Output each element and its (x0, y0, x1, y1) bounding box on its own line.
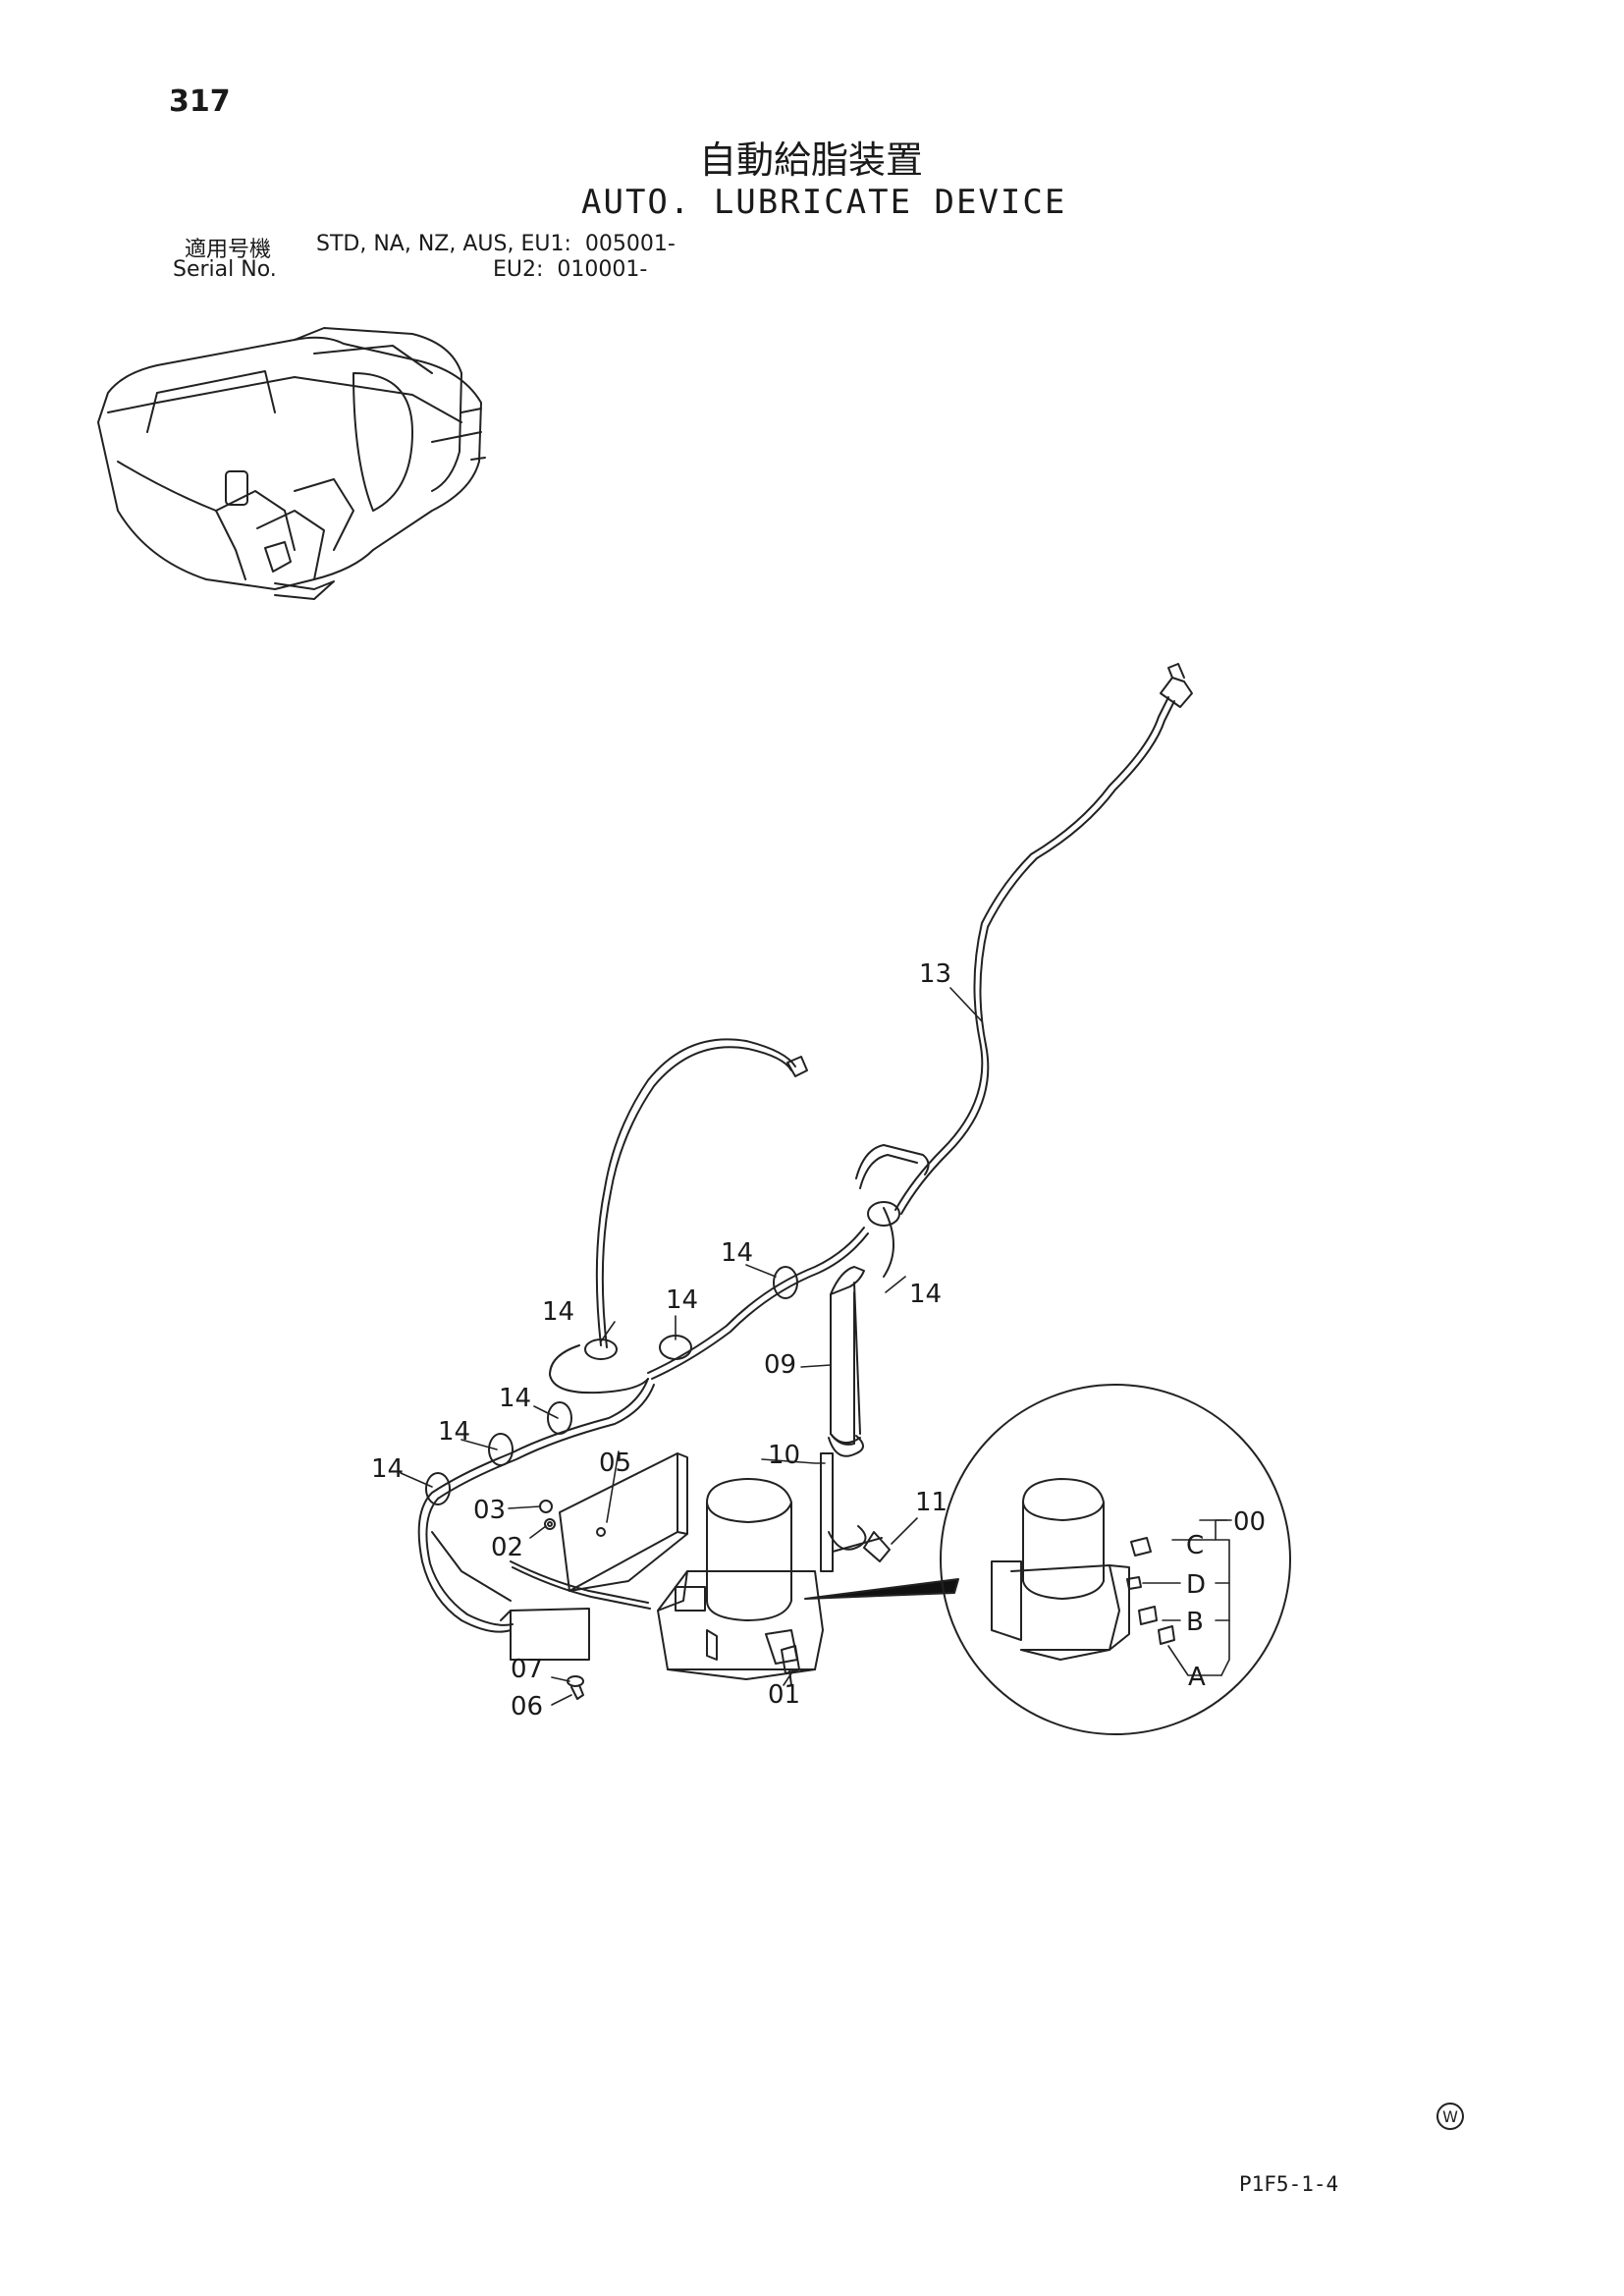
callout-c: C (1186, 1531, 1204, 1560)
serial-label-japanese: 適用号機 (185, 238, 272, 262)
circled-w-letter: W (1442, 2107, 1458, 2126)
callout-10: 10 (768, 1441, 800, 1470)
callout-14-far-left: 14 (371, 1454, 404, 1484)
callout-02: 02 (491, 1533, 523, 1562)
page-title-japanese: 自動給脂装置 (699, 138, 924, 182)
harness-wire-13 (894, 663, 1193, 1215)
excavator-upper-structure-icon (97, 327, 486, 600)
callout-09: 09 (764, 1350, 796, 1380)
callout-14-left: 14 (438, 1417, 470, 1447)
callout-11: 11 (915, 1488, 947, 1517)
serial-range-primary: STD, NA, NZ, AUS, EU1: 005001- (316, 232, 676, 256)
callout-d: D (1186, 1570, 1206, 1600)
magnifier-pointer (804, 1578, 959, 1600)
callout-14-left-upper: 14 (542, 1297, 574, 1327)
callout-01: 01 (768, 1680, 800, 1710)
washer-bolt-02-03 (539, 1500, 556, 1530)
page-title-english: AUTO. LUBRICATE DEVICE (581, 183, 1067, 222)
figure-reference-code: P1F5-1-4 (1239, 2172, 1339, 2196)
callout-14-upper-mid: 14 (721, 1238, 753, 1268)
callout-a: A (1188, 1663, 1206, 1692)
serial-label-english: Serial No. (173, 257, 277, 282)
bolt-01 (781, 1645, 800, 1686)
callout-b: B (1186, 1608, 1204, 1637)
callout-05: 05 (599, 1449, 631, 1478)
circled-w-icon: W (1435, 2102, 1465, 2131)
bracket-rail (855, 1144, 930, 1278)
serial-range-eu2: EU2: 010001- (493, 257, 648, 282)
hose-main (417, 1038, 869, 1633)
grease-cartridge-icon (830, 1266, 865, 1446)
mounting-bracket-05 (559, 1452, 688, 1592)
clamp-14-group (425, 1201, 900, 1505)
callout-14-left-mid: 14 (499, 1384, 531, 1413)
page-number: 317 (169, 84, 231, 119)
callout-06: 06 (511, 1692, 543, 1722)
detail-magnification (940, 1384, 1291, 1735)
callout-14-right: 14 (909, 1280, 942, 1309)
callout-00: 00 (1233, 1507, 1266, 1537)
callout-13: 13 (919, 959, 951, 989)
callout-07: 07 (511, 1655, 543, 1684)
leader-lines (400, 987, 1232, 1706)
callout-03: 03 (473, 1496, 506, 1525)
callout-labels: 13 14 14 14 14 14 14 14 09 10 11 05 03 0… (371, 959, 1266, 1722)
cartridge-bracket-10 (820, 1435, 891, 1572)
callout-14-center: 14 (666, 1285, 698, 1315)
